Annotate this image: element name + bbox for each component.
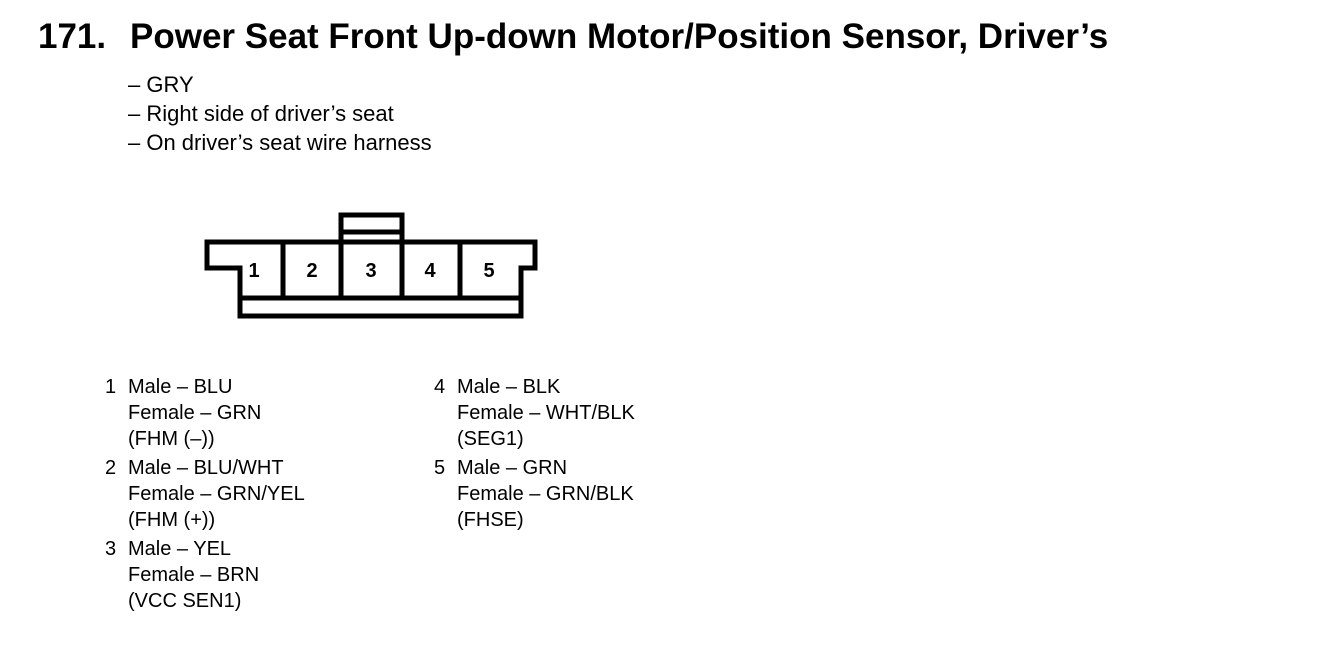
connector-pin-label: 4 xyxy=(424,260,436,282)
pin-entry: 4 Male – BLK Female – WHT/BLK (SEG1) xyxy=(434,374,635,452)
pin-number: 1 xyxy=(105,376,117,398)
note-color: – GRY xyxy=(128,72,194,97)
female-wire: Female – BRN xyxy=(128,564,260,586)
pin-number: 3 xyxy=(105,538,117,560)
connector-pin-label: 2 xyxy=(306,260,317,282)
section-number: 171. xyxy=(38,17,107,56)
pinout-right-column: 4 Male – BLK Female – WHT/BLK (SEG1) 5 M… xyxy=(434,374,635,536)
connector-housing xyxy=(204,239,538,319)
male-wire: Male – BLU/WHT xyxy=(128,457,284,479)
pin-entry: 3 Male – YEL Female – BRN (VCC SEN1) xyxy=(105,536,305,614)
pinout-left-column: 1 Male – BLU Female – GRN (FHM (–)) 2 Ma… xyxy=(105,374,305,617)
female-wire: Female – WHT/BLK xyxy=(457,402,635,424)
signal-name: (SEG1) xyxy=(457,428,524,450)
signal-name: (FHM (–)) xyxy=(128,428,215,450)
male-wire: Male – YEL xyxy=(128,538,232,560)
signal-name: (FHM (+)) xyxy=(128,509,216,531)
connector-pin-label: 5 xyxy=(483,260,494,282)
male-wire: Male – BLK xyxy=(457,376,561,398)
connector-lock-tab xyxy=(338,212,405,242)
signal-name: (VCC SEN1) xyxy=(128,590,242,612)
pin-number: 4 xyxy=(434,376,446,398)
connector-notes: – GRY – Right side of driver’s seat – On… xyxy=(128,70,432,157)
female-wire: Female – GRN/BLK xyxy=(457,483,634,505)
page-title: 171. Power Seat Front Up-down Motor/Posit… xyxy=(38,14,1108,60)
connector-pin-label: 3 xyxy=(365,260,376,282)
connector-pin-label: 1 xyxy=(248,260,259,282)
pin-entry: 2 Male – BLU/WHT Female – GRN/YEL (FHM (… xyxy=(105,455,305,533)
note-location: – Right side of driver’s seat xyxy=(128,101,394,126)
title-text: Power Seat Front Up-down Motor/Position … xyxy=(130,17,1109,56)
pin-entry: 5 Male – GRN Female – GRN/BLK (FHSE) xyxy=(434,455,635,533)
female-wire: Female – GRN/YEL xyxy=(128,483,305,505)
signal-name: (FHSE) xyxy=(457,509,524,531)
pin-entry: 1 Male – BLU Female – GRN (FHM (–)) xyxy=(105,374,305,452)
pin-number: 5 xyxy=(434,457,446,479)
pin-number: 2 xyxy=(105,457,117,479)
male-wire: Male – GRN xyxy=(457,457,568,479)
male-wire: Male – BLU xyxy=(128,376,233,398)
note-harness: – On driver’s seat wire harness xyxy=(128,130,432,155)
female-wire: Female – GRN xyxy=(128,402,262,424)
